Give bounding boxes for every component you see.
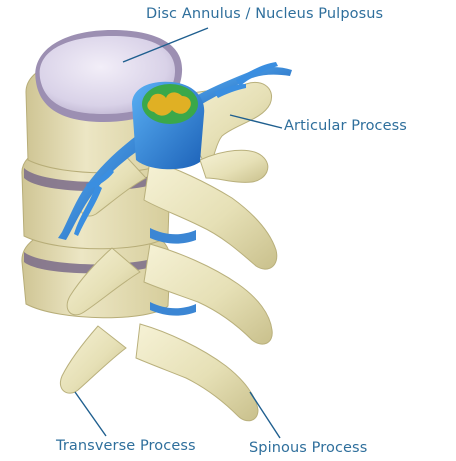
- label-spinous-process: Spinous Process: [249, 440, 367, 456]
- transverse-process-bottom: [60, 326, 126, 393]
- leader-line-transverse: [75, 392, 106, 436]
- label-disc-annulus: Disc Annulus / Nucleus Pulposus: [146, 6, 383, 22]
- label-articular-process: Articular Process: [284, 118, 407, 134]
- label-transverse-process: Transverse Process: [56, 438, 196, 454]
- spinous-process-bottom: [136, 324, 258, 421]
